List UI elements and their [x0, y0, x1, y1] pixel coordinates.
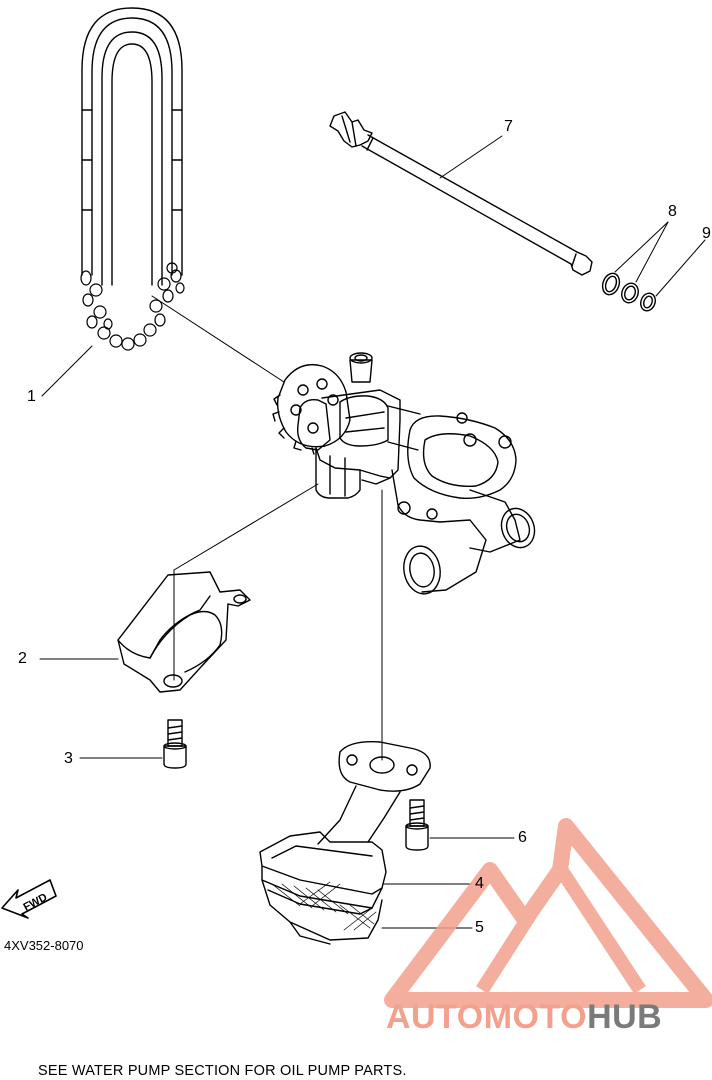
callout-8: 8: [668, 203, 677, 220]
leader-lines: [39, 135, 706, 929]
o-rings: [601, 272, 656, 312]
pump-shaft: [329, 111, 593, 276]
callout-4: 4: [475, 875, 484, 892]
footnote: SEE WATER PUMP SECTION FOR OIL PUMP PART…: [38, 1063, 407, 1079]
fwd-label: FWD: [22, 891, 50, 913]
callout-2: 2: [18, 650, 27, 667]
automotohub-logo-icon: [384, 818, 712, 1008]
fwd-arrow-icon: [1, 879, 57, 919]
bolt-6: [405, 799, 429, 851]
callout-1: 1: [27, 388, 36, 405]
callout-6: 6: [518, 829, 527, 846]
callout-3: 3: [64, 750, 73, 767]
strainer-screen: [261, 879, 383, 945]
watermark-part2: HUB: [587, 998, 663, 1036]
pump-cover: [117, 571, 251, 693]
oil-strainer: [259, 741, 431, 909]
watermark-part1: AUTOMOTO: [386, 998, 588, 1036]
callout-5: 5: [475, 919, 484, 936]
watermark-text: AUTOMOTOHUB: [386, 998, 662, 1037]
bolt-3: [163, 719, 187, 769]
callout-7: 7: [504, 118, 513, 135]
diagram-code: 4XV352-8070: [4, 938, 84, 953]
cam-chain: [80, 7, 185, 351]
callout-9: 9: [702, 225, 711, 242]
oil-water-pump-assembly: [272, 352, 536, 595]
